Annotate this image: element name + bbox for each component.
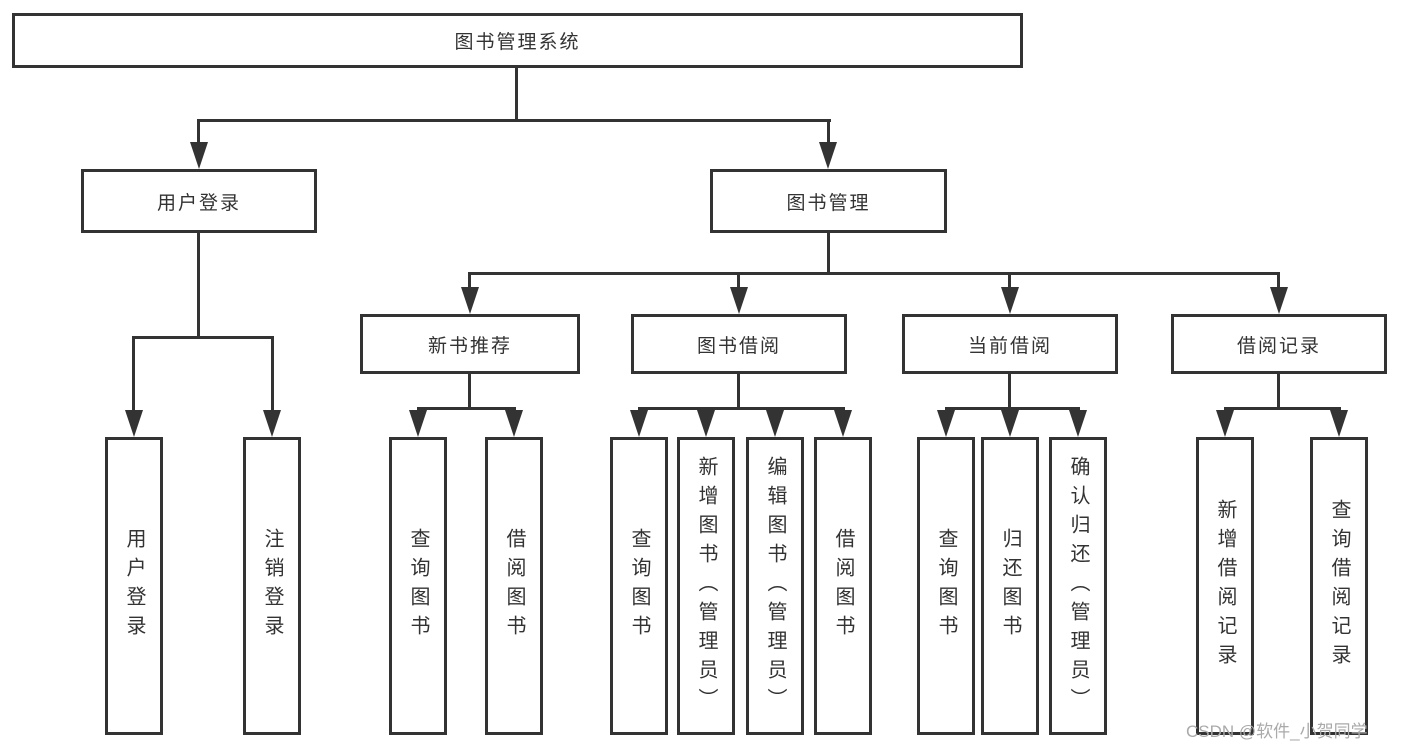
connector-line [468,374,471,409]
connector-line [1008,374,1011,409]
arrowhead-down-icon [834,410,852,437]
connector-line [737,272,740,292]
arrowhead-down-icon [1216,410,1234,437]
connector-line [945,407,1080,410]
leaf-return-books: 归还图书 [981,437,1039,735]
leaf-add-books-admin: 新增图书（管理员） [677,437,735,735]
connector-line [417,407,516,410]
leaf-query-borrow-record: 查询借阅记录 [1310,437,1368,735]
arrowhead-down-icon [630,410,648,437]
leaf-confirm-return-admin: 确认归还（管理员） [1049,437,1107,735]
arrowhead-down-icon [190,142,208,169]
connector-line [132,336,135,414]
connector-line [469,272,1280,275]
connector-line [1008,272,1011,292]
arrowhead-down-icon [1001,410,1019,437]
leaf-logout: 注销登录 [243,437,301,735]
connector-line [197,233,200,338]
csdn-watermark: CSDN @软件_小贺同学 [1186,722,1368,741]
leaf-borrow-books-recommend: 借阅图书 [485,437,543,735]
connector-line [198,119,831,122]
arrowhead-down-icon [1001,287,1019,314]
leaf-user-login: 用户登录 [105,437,163,735]
leaf-query-books-recommend: 查询图书 [389,437,447,735]
arrowhead-down-icon [819,142,837,169]
leaf-add-borrow-record: 新增借阅记录 [1196,437,1254,735]
leaf-borrow-books: 借阅图书 [814,437,872,735]
arrowhead-down-icon [505,410,523,437]
arrowhead-down-icon [730,287,748,314]
connector-line [827,119,830,147]
arrowhead-down-icon [937,410,955,437]
connector-line [133,336,274,339]
connector-line [1277,374,1280,409]
node-current-borrowing: 当前借阅 [902,314,1118,374]
arrowhead-down-icon [125,410,143,437]
connector-line [197,119,200,147]
connector-line [1277,272,1280,292]
arrowhead-down-icon [409,410,427,437]
connector-line [271,336,274,414]
connector-line [468,272,471,292]
arrowhead-down-icon [1069,410,1087,437]
connector-line [737,374,740,409]
leaf-edit-books-admin: 编辑图书（管理员） [746,437,804,735]
arrowhead-down-icon [697,410,715,437]
arrowhead-down-icon [461,287,479,314]
leaf-query-books-current: 查询图书 [917,437,975,735]
node-user-login: 用户登录 [81,169,317,233]
arrowhead-down-icon [1330,410,1348,437]
leaf-query-books-borrowing: 查询图书 [610,437,668,735]
node-book-management: 图书管理 [710,169,947,233]
node-borrowing-records: 借阅记录 [1171,314,1387,374]
node-book-borrowing: 图书借阅 [631,314,847,374]
node-new-book-recommend: 新书推荐 [360,314,580,374]
connector-line [827,233,830,274]
connector-line [1224,407,1341,410]
arrowhead-down-icon [1270,287,1288,314]
arrowhead-down-icon [263,410,281,437]
node-library-management-system: 图书管理系统 [12,13,1023,68]
connector-line [515,68,518,121]
connector-line [638,407,845,410]
arrowhead-down-icon [766,410,784,437]
